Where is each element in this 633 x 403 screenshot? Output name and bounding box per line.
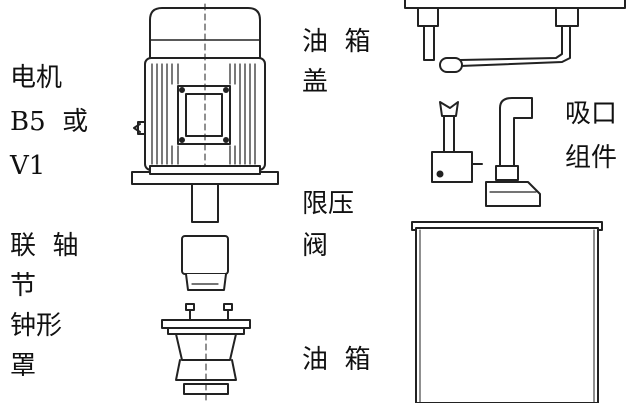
bell-housing-drawing: [161, 303, 251, 403]
coupling-label-line1: 联 轴: [10, 231, 79, 261]
coupling-label-line2: 节: [10, 271, 37, 301]
relief-valve-label-line2: 阀: [302, 231, 329, 261]
bell-housing-label-line1: 钟形: [10, 311, 63, 341]
suction-assembly-drawing: [485, 97, 541, 207]
motor-drawing: [131, 3, 279, 223]
suction-assembly-label-line1: 吸口: [565, 99, 618, 129]
tank-cover-label-line2: 盖: [302, 67, 329, 97]
bell-housing-label-line2: 罩: [10, 351, 37, 376]
tank-cover-label-line1: 油 箱: [302, 27, 371, 57]
relief-valve-label-line1: 限压: [302, 189, 355, 219]
motor-label-line3: V1: [10, 151, 46, 181]
oil-tank-drawing: [411, 221, 603, 403]
tank-cover-drawing: [404, 0, 626, 73]
suction-assembly-label-line2: 组件: [565, 143, 618, 173]
motor-label-line2: B5 或: [10, 107, 89, 137]
motor-label-line1: 电机: [10, 63, 63, 93]
coupling-drawing: [181, 235, 229, 291]
relief-valve-drawing: [431, 101, 483, 183]
oil-tank-label: 油 箱: [302, 345, 371, 370]
